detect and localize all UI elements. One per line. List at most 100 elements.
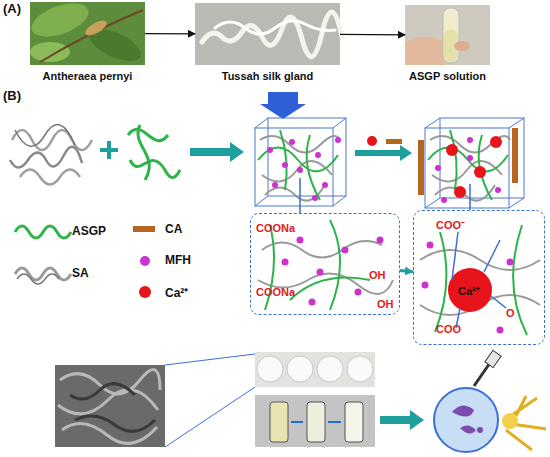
ca-bar — [418, 140, 424, 195]
sponge-photo — [255, 352, 375, 387]
ca-bar — [512, 128, 518, 183]
coordination-bond — [452, 232, 506, 328]
chemical-group: COO⁻ — [436, 217, 465, 232]
photo-panel: Tussah silk gland — [195, 3, 340, 65]
chemical-group: O — [506, 307, 515, 319]
asgp-legend-sample — [15, 226, 71, 238]
flow-arrow — [400, 271, 413, 272]
photo-caption: Antheraea pernyi — [43, 70, 133, 82]
legend-text: ASGP — [72, 224, 106, 238]
mfh-dot — [467, 155, 473, 161]
chemical-group: OH — [369, 269, 386, 281]
photo-caption: ASGP solution — [409, 70, 486, 82]
sa-chain — [420, 250, 540, 315]
sa-chain — [15, 125, 75, 147]
mfh-dots — [267, 137, 341, 201]
cube-back — [440, 118, 524, 198]
mfh-dot — [282, 162, 288, 168]
legend-swatch — [140, 256, 150, 266]
mfh-dot — [427, 242, 434, 249]
flow-arrow — [340, 34, 405, 36]
mfh-dot — [355, 289, 362, 296]
calcium-ion — [490, 136, 502, 148]
chemical-group: COO — [436, 323, 461, 335]
legend-swatch — [139, 286, 151, 298]
sponge-disc — [287, 356, 313, 382]
sem-texture — [58, 370, 160, 444]
cell-organelle — [452, 405, 476, 433]
vials-photo — [255, 395, 375, 447]
mfh-dot — [272, 182, 278, 188]
flow-arrow — [145, 33, 195, 34]
asgp-chain — [428, 130, 508, 200]
legend-text: Ca²⁺ — [165, 284, 188, 301]
mfh-dot — [495, 187, 501, 193]
cube-front — [425, 128, 509, 208]
ca-bar — [386, 139, 402, 144]
legend-text: CA — [165, 222, 182, 236]
legend-swatch — [133, 226, 155, 232]
asgp-chain — [258, 130, 338, 200]
sponge-disc — [347, 356, 373, 382]
calcium-ions — [446, 136, 502, 198]
mfh-dot — [297, 237, 304, 244]
chemical-group: OH — [377, 298, 394, 310]
mfh-dot — [309, 299, 316, 306]
zoom-line — [165, 354, 255, 447]
calcium-ion — [446, 144, 458, 156]
asgp-chain — [138, 125, 149, 180]
hand — [405, 37, 445, 65]
mfh-dot — [267, 147, 273, 153]
mfh-dot — [497, 327, 504, 334]
mfh-dots — [422, 242, 514, 334]
sa-chain — [10, 147, 82, 168]
sponge-disc — [257, 356, 283, 382]
cell-organelle — [477, 427, 483, 433]
test-tube — [443, 8, 459, 63]
calcium-ion — [474, 166, 486, 178]
mfh-dot — [435, 165, 441, 171]
neuron-body — [502, 413, 518, 429]
asgp-chain — [435, 225, 527, 335]
sa-legend-sample — [17, 274, 59, 284]
mfh-dot — [441, 197, 447, 203]
mfh-dot — [507, 259, 514, 266]
photo-panel: Antheraea pernyi — [30, 2, 145, 65]
asgp-chain — [128, 129, 180, 177]
calcium-ion-large — [448, 268, 492, 312]
vial — [307, 402, 325, 442]
photo-caption: Tussah silk gland — [222, 70, 314, 82]
chemical-group: COONa — [256, 222, 295, 234]
mfh-dot — [315, 152, 321, 158]
photo-panel: ASGP solution — [405, 5, 490, 65]
calcium-ion — [454, 186, 466, 198]
panel-label: (A) — [3, 1, 21, 16]
tube-photo — [405, 5, 490, 65]
mfh-dots — [435, 137, 501, 203]
legend-text: SA — [72, 266, 89, 280]
mfh-dot — [377, 237, 384, 244]
mfh-dot — [322, 182, 328, 188]
vial-arrow — [291, 421, 341, 423]
mfh-dot — [342, 247, 349, 254]
caterpillar — [83, 18, 109, 39]
sa-chain — [12, 130, 92, 150]
panel-label: (B) — [3, 88, 21, 103]
leaf — [30, 42, 70, 62]
chemical-group: COONa — [256, 286, 295, 298]
syringe-barrel — [485, 350, 501, 367]
plus-sign — [100, 141, 118, 159]
sa-chain — [20, 170, 80, 185]
process-arrow — [190, 142, 244, 162]
branch — [40, 10, 143, 62]
mfh-dot — [335, 137, 341, 143]
sem-texture — [70, 384, 155, 432]
sponge-disc — [317, 356, 343, 382]
mfh-dot — [317, 269, 324, 276]
mfh-dot — [467, 137, 473, 143]
mfh-dot — [297, 167, 303, 173]
thumb — [454, 41, 470, 51]
sa-chain — [258, 241, 393, 294]
silk-gland — [215, 21, 335, 34]
